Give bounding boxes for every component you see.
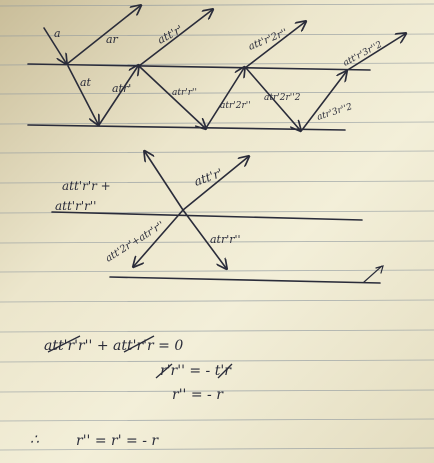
label-int4: atr'2r''2	[264, 93, 301, 103]
label-out3: att'r'3r''2	[342, 40, 385, 69]
ray-down-left	[134, 209, 184, 266]
ray-up-right	[182, 157, 248, 211]
strike-2	[123, 335, 155, 353]
derivation-line-3: r'' = - r	[172, 387, 224, 403]
reflected-ray-1	[66, 6, 140, 65]
strike-4	[217, 363, 233, 379]
emerging-ray-2	[244, 22, 305, 69]
scribble-mark	[363, 265, 384, 283]
emerging-ray-1	[138, 10, 212, 67]
label-a: a	[54, 27, 61, 40]
mid-label-sum1: att'r'r +	[62, 179, 111, 193]
mid-label-sum2: att'r'r''	[55, 199, 96, 213]
strike-1	[47, 335, 81, 353]
derivation-line-1: att'r'r'' + att'r'r = 0	[44, 338, 183, 354]
ray-down-right	[182, 209, 226, 268]
incident-ray	[43, 27, 66, 63]
label-int3: atr'2r''	[220, 101, 251, 111]
conclusion-line: r'' = r' = - r	[76, 433, 159, 449]
mid-label-up-right: att'r'	[192, 166, 224, 189]
lower-line	[109, 276, 381, 284]
film-top-surface	[27, 63, 371, 71]
mid-label-down-right: atr'r''	[210, 233, 241, 246]
label-atr1: atr'	[112, 82, 131, 95]
strike-3	[155, 363, 173, 379]
therefore-symbol: ∴	[30, 432, 39, 448]
emerging-ray-3	[345, 34, 405, 72]
derivation-line-2: r'r'' = - t'r	[160, 363, 232, 379]
interface-line	[51, 211, 363, 221]
ray-up-left	[145, 152, 184, 211]
label-at: at	[80, 76, 92, 89]
transmitted-ray-1	[67, 65, 98, 124]
ruled-lines	[0, 3, 434, 451]
label-int2: atr'r''	[172, 88, 197, 98]
label-ar: ar	[106, 33, 119, 46]
